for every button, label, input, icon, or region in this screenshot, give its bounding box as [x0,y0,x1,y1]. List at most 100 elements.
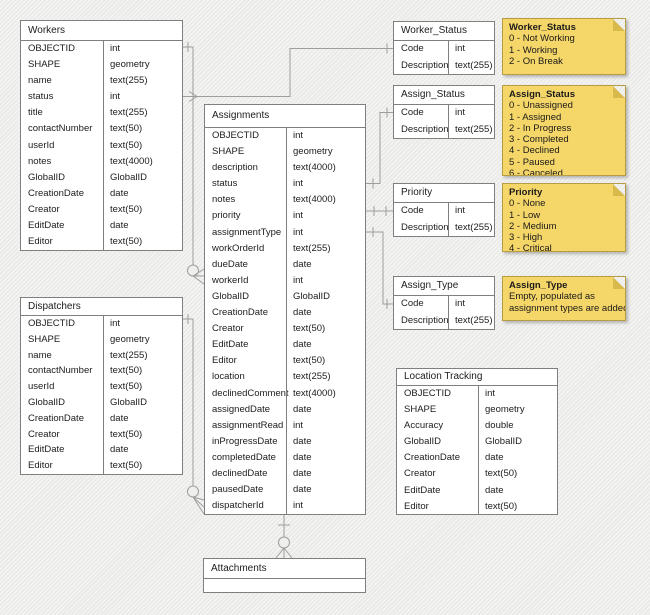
note-line: 4 - Declined [509,145,560,157]
field-type: geometry [293,146,333,158]
field-name: declinedComment [212,387,289,399]
connector-assign-type-to-assignments-assignmenttype [366,227,393,309]
table-worker-status: Worker_Status Code int Description text(… [393,21,495,75]
field-name: name [28,349,52,361]
table-row: GlobalID GlobalID [205,289,365,305]
field-name: contactNumber [28,365,93,377]
field-name: EditDate [28,444,65,456]
table-row: EditDate date [397,483,557,499]
field-type: text(255) [110,349,148,361]
field-type: int [110,318,121,329]
table-row: completedDate date [205,450,365,466]
field-type: text(255) [455,59,493,71]
field-name: dispatcherId [212,500,264,512]
field-type: text(255) [455,221,493,233]
field-name: notes [28,155,52,167]
note-line: 3 - High [509,232,543,244]
field-name: Code [401,43,424,54]
table-body: OBJECTID int SHAPE geometry name text(25… [21,316,182,474]
table-body: OBJECTID int SHAPE geometry description … [205,128,365,514]
field-type: date [293,339,312,351]
field-name: assignmentRead [212,419,284,431]
field-type: text(4000) [293,194,336,206]
table-row: status int [21,89,182,105]
table-body: Code int Description text(255) [394,296,494,329]
field-type: text(50) [293,323,326,335]
note-line: 0 - None [509,198,546,210]
note-line: Empty, populated as [509,291,595,303]
field-name: notes [212,194,236,206]
table-assignments: Assignments OBJECTID int SHAPE geometry … [204,104,366,515]
field-type: text(50) [110,365,143,377]
field-type: GlobalID [485,436,522,448]
table-row: Description text(255) [394,122,494,139]
table-row: name text(255) [21,73,182,89]
table-row: Creator text(50) [21,427,182,443]
field-name: SHAPE [28,59,61,71]
field-name: workOrderId [212,242,265,254]
note-line: 1 - Working [509,44,558,56]
table-row: title text(255) [21,105,182,121]
field-type: int [293,130,304,141]
table-body: Code int Description text(255) [394,41,494,74]
field-name: GlobalID [404,436,441,448]
table-row: notes text(4000) [21,154,182,170]
table-row: priority int [205,208,365,224]
table-row: dueDate date [205,257,365,273]
field-type: text(50) [293,355,326,367]
note-line: 2 - Medium [509,220,557,232]
table-row: assignmentRead int [205,418,365,434]
field-name: Creator [28,428,60,440]
field-type: int [110,91,121,103]
field-name: Description [401,59,449,71]
table-title: Workers [21,21,182,41]
field-type: date [110,412,129,424]
table-title: Assignments [205,105,365,128]
note-title: Assign_Status [509,89,575,100]
table-row: Description text(255) [394,220,494,237]
field-name: CreationDate [404,452,460,464]
field-type: text(50) [110,203,143,215]
table-row: GlobalID GlobalID [21,395,182,411]
field-type: int [455,298,466,309]
table-row: EditDate date [205,337,365,353]
note-title: Assign_Type [509,280,568,291]
field-type: date [110,220,129,232]
field-name: title [28,107,43,119]
field-type: int [110,43,121,54]
field-type: text(4000) [293,387,336,399]
field-name: priority [212,210,241,222]
field-name: declinedDate [212,467,268,479]
field-name: status [212,178,238,190]
field-type: int [293,210,304,222]
field-type: int [485,388,496,399]
table-row: Code int [394,296,494,313]
note-line: assignment types are added [509,302,626,314]
table-row: GlobalID GlobalID [21,170,182,186]
field-type: date [485,484,504,496]
table-row: OBJECTID int [21,41,182,57]
field-type: text(255) [455,314,493,326]
table-row: pausedDate date [205,482,365,498]
table-row: userId text(50) [21,379,182,395]
table-row: CreationDate date [21,411,182,427]
field-type: text(50) [110,236,143,248]
table-row: EditDate date [21,442,182,458]
field-type: text(255) [110,107,148,119]
field-name: GlobalID [28,171,65,183]
field-type: double [485,420,514,432]
field-name: Creator [404,468,436,480]
table-row: SHAPE geometry [21,332,182,348]
table-title: Location Tracking [397,369,557,386]
table-row: CreationDate date [397,450,557,466]
table-row: contactNumber text(50) [21,363,182,379]
field-type: geometry [110,59,150,71]
table-row: assignmentType int [205,225,365,241]
table-row: Accuracy double [397,418,557,434]
connector-workers-to-assignments-workerid [183,42,205,285]
field-type: text(255) [293,242,331,254]
table-row: OBJECTID int [205,128,365,144]
field-name: Description [401,314,449,326]
